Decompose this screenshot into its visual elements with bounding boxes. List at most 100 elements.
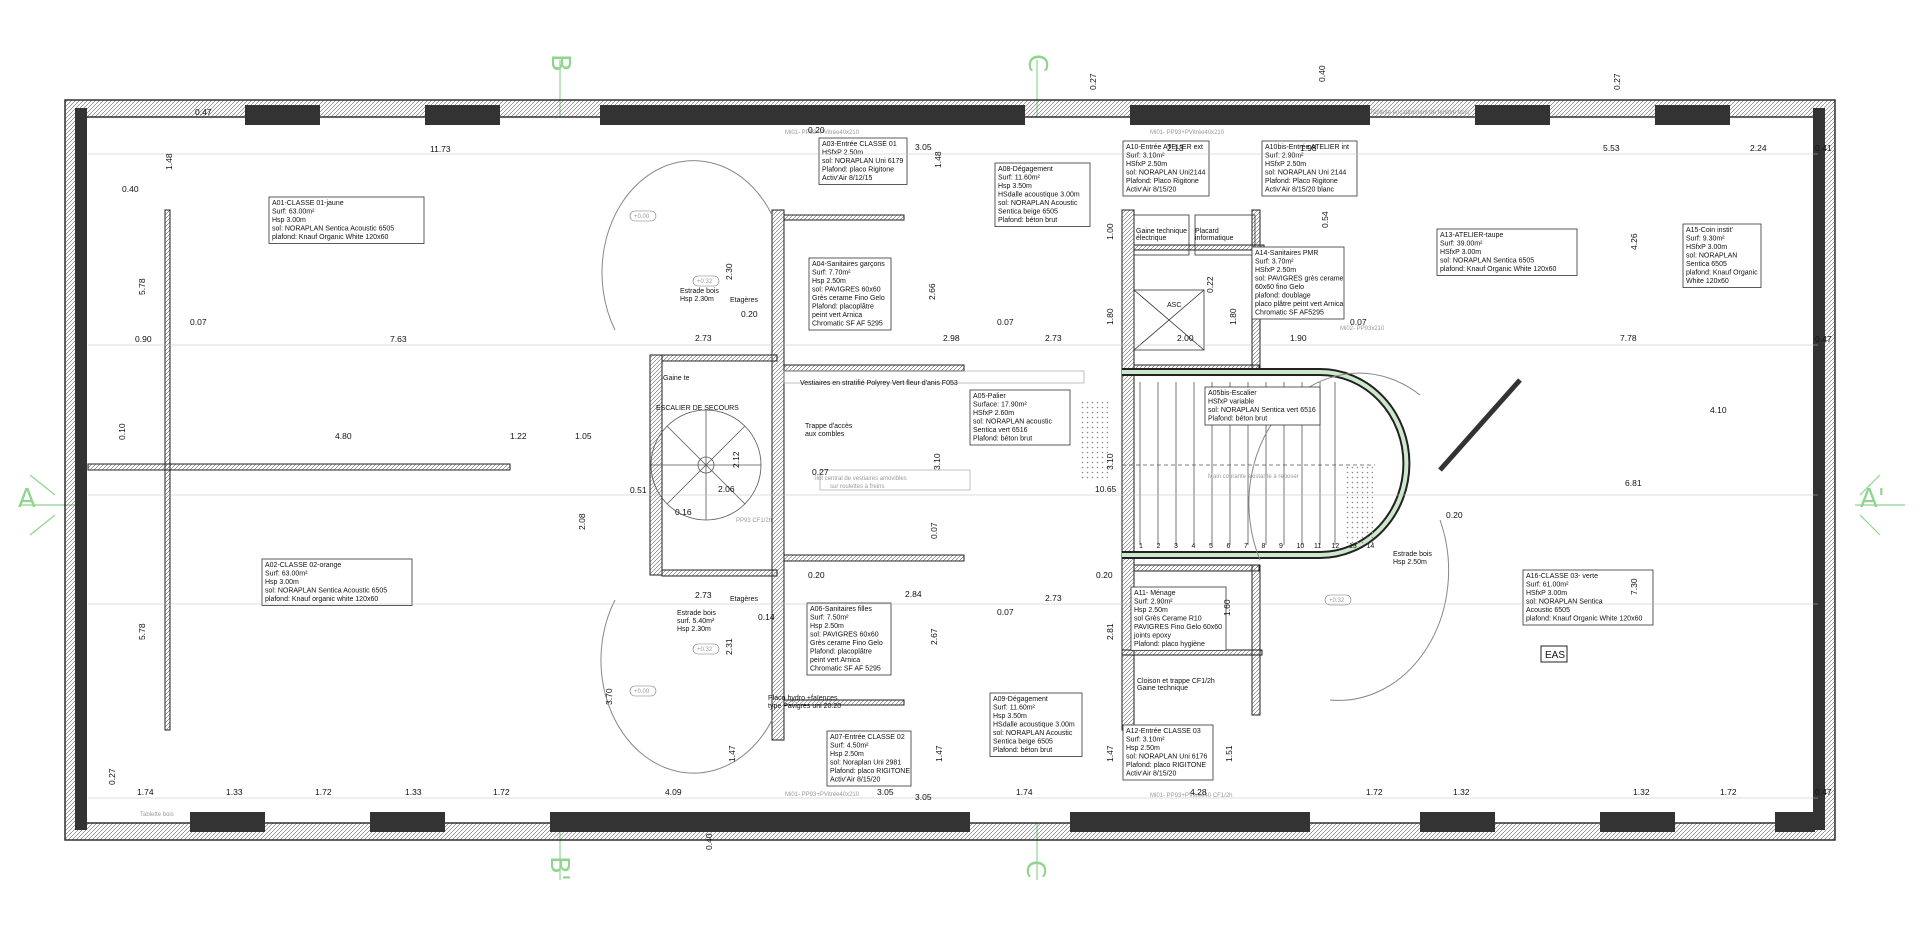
- room-label-line: Plafond: placo hygiène: [1134, 641, 1205, 648]
- room-label-box-a11: [1130, 586, 1227, 651]
- room-label-line: Chromatic SF AF5295: [1255, 310, 1324, 317]
- room-label-line: A10-Entrée ATELIER ext: [1126, 144, 1203, 151]
- room-label-line: Surf: 3.10m²: [1126, 737, 1165, 744]
- annotation-estrade1-0: Estrade bois: [680, 288, 719, 295]
- room-label-line: Activ'Air 8/15/20: [1126, 187, 1176, 194]
- stair-step-number: 5: [1209, 543, 1213, 550]
- dimension-label: 0.07: [997, 607, 1014, 617]
- annotation-estrade2-2: Hsp 2.30m: [677, 626, 711, 633]
- room-label-line: Plafond: béton brut: [973, 436, 1032, 443]
- dimension-label: 4.28: [1190, 787, 1207, 797]
- room-label-line: Activ'Air 8/15/20: [830, 777, 880, 784]
- annotation-placard_info-0: Placard: [1195, 228, 1219, 235]
- eas-box: [1540, 645, 1568, 663]
- dimension-label: 0.40: [122, 184, 139, 194]
- dimension-label: 1.90: [1290, 333, 1307, 343]
- room-label-line: A13-ATELIER-taupe: [1440, 232, 1503, 239]
- dimension-label: 3.05: [915, 792, 932, 802]
- room-label-line: Surf: 2.90m²: [1134, 599, 1173, 606]
- dimension-label: 0.07: [997, 317, 1014, 327]
- dimension-label: 0.16: [675, 507, 692, 517]
- room-label-line: plafond: Knauf Organic White 120x60: [1526, 616, 1642, 623]
- room-label-line: placo plâtre peint vert Arnica: [1255, 301, 1343, 308]
- dimension-label: 0.22: [1205, 276, 1215, 293]
- dimension-label: 2.84: [905, 589, 922, 599]
- room-label-line: A04-Sanitaires garçons: [812, 261, 885, 268]
- room-label-line: HSfxP 3.00m: [1686, 244, 1727, 251]
- dimension-label: 11.73: [430, 144, 451, 154]
- room-label-line: plafond: Knauf Organic: [1686, 270, 1758, 277]
- dimension-label: 3.05: [877, 787, 894, 797]
- dimension-label: 1.48: [933, 151, 943, 168]
- dimension-label: 1.51: [1224, 745, 1234, 762]
- elevation-marker: [629, 210, 657, 222]
- room-label-box-a15: [1682, 223, 1762, 288]
- dimension-label: 2.08: [577, 513, 587, 530]
- room-label-line: plafond: Knauf organic white 120x60: [265, 596, 378, 603]
- room-label-line: Hsp 3.00m: [272, 217, 306, 224]
- dimension-label: 3.05: [915, 142, 932, 152]
- room-label-line: Hsp 2.50m: [830, 751, 864, 758]
- dimension-label: 3.10: [932, 453, 942, 470]
- dimension-label: 0.20: [1446, 510, 1463, 520]
- dimension-label: 4.26: [1629, 233, 1639, 250]
- dimension-label: 1.72: [1720, 787, 1737, 797]
- dimension-label: 0.07: [929, 522, 939, 539]
- section-arrow-a-right: [1859, 474, 1881, 536]
- room-label-line: A16-CLASSE 03- verte: [1526, 573, 1598, 580]
- room-label-line: A06-Sanitaires filles: [810, 606, 872, 613]
- dimension-label: 4.09: [665, 787, 682, 797]
- annotation-menuiserie2: Mi01- PP93+PVitrée40x210: [1150, 130, 1225, 136]
- dimension-label: 3.70: [604, 688, 614, 705]
- room-label-line: Surf: 39.00m²: [1440, 241, 1483, 248]
- stair-step-number: 8: [1262, 543, 1266, 550]
- stair-step-number: 7: [1244, 543, 1248, 550]
- room-label-line: Surf: 3.10m²: [1126, 153, 1165, 160]
- emergency-stair: [650, 409, 762, 521]
- stair-step-number: 3: [1174, 543, 1178, 550]
- room-label-line: sol: NORAPLAN Sentica 6505: [1440, 258, 1534, 265]
- dimension-label: 1.32: [1633, 787, 1650, 797]
- dimension-label: 2.12: [731, 451, 741, 468]
- room-label-line: Surf: 7.50m²: [810, 615, 849, 622]
- main-stair: [1080, 368, 1411, 559]
- room-label-line: Plafond: placoplâtre: [810, 649, 872, 656]
- room-label-box-a07: [826, 730, 912, 787]
- room-label-line: sol: NORAPLAN Sentica: [1526, 599, 1603, 606]
- elevator-shaft: [1133, 214, 1256, 351]
- room-label-box-a10: [1122, 140, 1210, 197]
- elevation-value: +0.00: [634, 214, 650, 220]
- room-label-line: Hsp 2.50m: [812, 278, 846, 285]
- room-label-line: PAVIGRES Fino Gelo 60x60: [1134, 624, 1222, 631]
- room-label-line: sol: NORAPLAN Uni 2144: [1265, 170, 1346, 177]
- dimension-label: 1.48: [164, 153, 174, 170]
- room-label-line: Surf: 3.70m²: [1255, 259, 1294, 266]
- room-label-line: Plafond: placo RIGITONE: [830, 768, 910, 775]
- room-label-line: plafond: Knauf Organic White 120x60: [272, 234, 388, 241]
- room-label-line: Sentica 6505: [1686, 261, 1727, 268]
- room-label-line: HSfxP 2.60m: [973, 410, 1014, 417]
- section-marker-c-top: C: [1022, 54, 1052, 72]
- dimension-label: 2.73: [1045, 593, 1062, 603]
- room-label-line: sol Grès Cerame R10: [1134, 616, 1202, 623]
- dimension-label: 1.74: [1016, 787, 1033, 797]
- elevation-value: +0.32: [697, 279, 713, 285]
- room-label-line: A05-Palier: [973, 393, 1006, 400]
- room-label-line: plafond: Knauf Organic White 120x60: [1440, 266, 1556, 273]
- annotation-estrade2-1: surf. 5.40m²: [677, 618, 715, 625]
- dimension-label: 0.07: [190, 317, 207, 327]
- room-label-line: Plafond: béton brut: [993, 747, 1052, 754]
- dimension-label: 7.30: [1629, 578, 1639, 595]
- dimension-label: 1.33: [405, 787, 422, 797]
- room-label-line: Hsp 3.50m: [998, 183, 1032, 190]
- dimension-label: 0.54: [1320, 211, 1330, 228]
- stair-step-number: 13: [1349, 543, 1357, 550]
- elevation-marker: [692, 643, 720, 655]
- room-label-line: Hsp 2.50m: [1126, 745, 1160, 752]
- annotation-pp93: PP93 CF1/2h: [736, 518, 772, 524]
- dimension-label: 1.74: [137, 787, 154, 797]
- dimension-label: 0.14: [758, 612, 775, 622]
